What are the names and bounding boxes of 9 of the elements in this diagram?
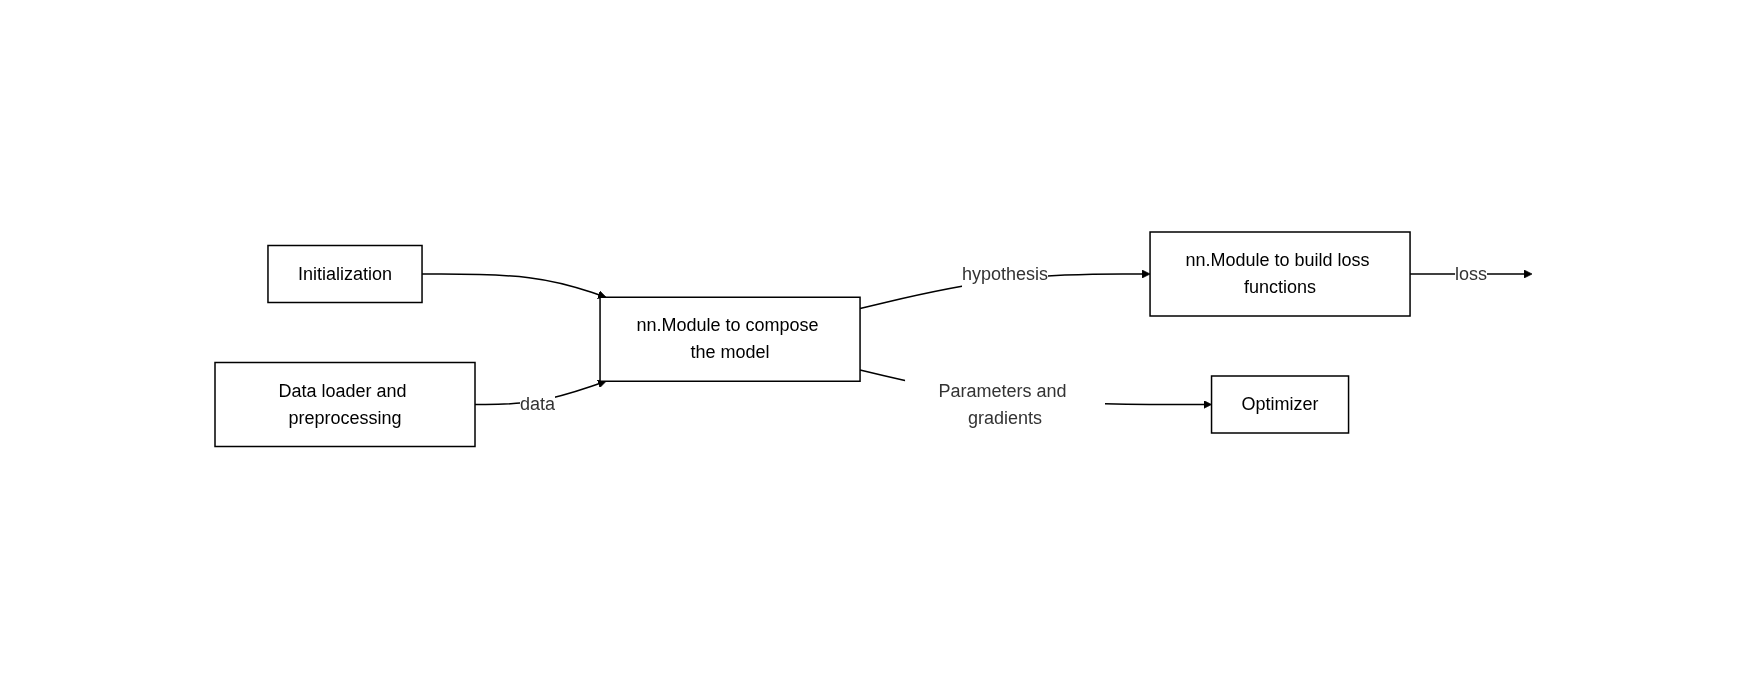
- edge-label: data: [520, 393, 556, 414]
- node-box: nn.Module to build loss functions: [1149, 231, 1412, 317]
- edge-label: Parameters and gradients: [938, 380, 1068, 428]
- node-box: Data loader and preprocessing: [214, 361, 477, 447]
- edge-label: loss: [1455, 263, 1488, 284]
- node-box: nn.Module to compose the model: [599, 296, 862, 382]
- node-box: Initialization: [267, 244, 424, 303]
- edge-label: hypothesis: [962, 263, 1049, 284]
- node-box: Optimizer: [1211, 375, 1350, 434]
